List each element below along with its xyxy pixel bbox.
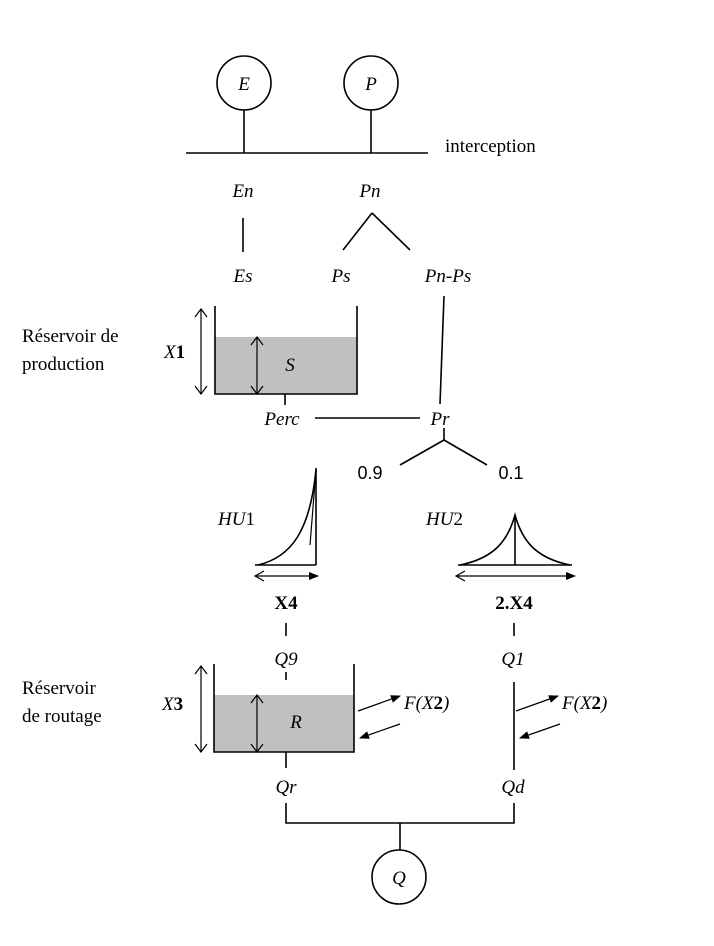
pnps-label: Pn-Ps [424,266,471,287]
split-right [443,439,488,466]
store-r-label: R [289,712,302,733]
production-store-level-arrow [250,336,264,395]
hu2-label: HU2 [425,509,463,530]
pr-label: Pr [430,409,451,430]
x4-parameter: X4 [274,593,298,614]
production-store-label-1: Réservoir de [22,326,119,347]
split-left [399,439,445,466]
exchange-in-arrow-1 [359,723,401,739]
q1-label: Q1 [501,649,524,670]
production-store [214,306,358,395]
perc-label: Perc [263,409,300,430]
fx2-label-1: F(X2) [403,693,449,714]
en-label: En [231,181,253,202]
exchange-out-arrow-2 [515,695,559,712]
exchange-in-arrow-2 [519,723,561,739]
q9-label: Q9 [274,649,298,670]
production-store-capacity-arrow [194,308,208,395]
routing-store [213,664,355,753]
x1-parameter: X1 [163,342,185,363]
evapotranspiration-node: E [216,55,272,111]
outflow-junction [285,803,515,824]
pn-pnps-branch [371,212,411,251]
production-store-label-2: production [22,354,105,375]
pnps-to-pr-line [439,295,445,405]
split-01-label: 0.1 [498,463,523,483]
two-x4-parameter: 2.X4 [495,593,533,614]
unit-hydrograph-1 [253,468,319,582]
es-label: Es [233,266,253,287]
pn-label: Pn [358,181,380,202]
hu1-label: HU1 [217,509,255,530]
qr-label: Qr [275,777,297,798]
ps-label: Ps [331,266,351,287]
exchange-out-arrow-1 [357,695,401,712]
svg-text:P: P [364,74,377,95]
routing-store-capacity-arrow [194,665,208,753]
svg-text:Q: Q [392,868,406,889]
precipitation-node: P [343,55,399,111]
streamflow-node: Q [371,849,427,905]
pn-ps-branch [342,212,373,251]
store-s-label: S [285,355,295,376]
qd-label: Qd [501,777,525,798]
unit-hydrograph-2 [454,512,576,582]
routing-store-label-1: Réservoir [22,678,97,699]
svg-text:E: E [237,74,250,95]
interception-label: interception [445,136,536,157]
x3-parameter: X3 [161,694,183,715]
fx2-label-2: F(X2) [561,693,607,714]
routing-store-label-2: de routage [22,706,102,727]
routing-store-level-arrow [250,694,264,753]
split-09-label: 0.9 [357,463,382,483]
